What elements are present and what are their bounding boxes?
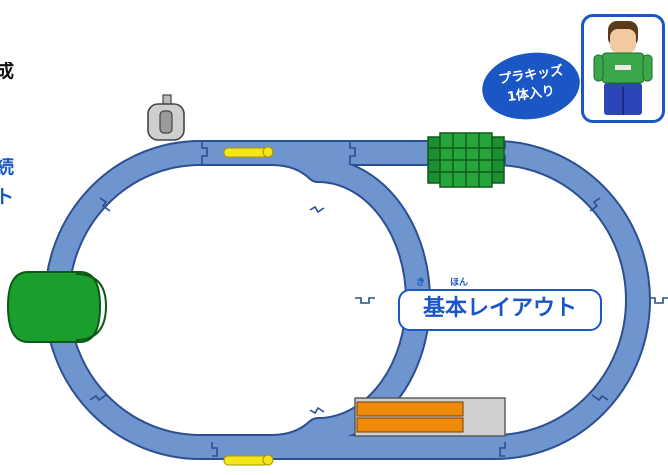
- figure-count-badge: プラキッズ 1体入り: [477, 46, 585, 126]
- basic-layout-title: 基本レイアウト: [422, 296, 577, 321]
- edge-caption-1: 成: [0, 62, 14, 81]
- switch-lever-top: [223, 146, 274, 158]
- track-joints: [89, 142, 668, 457]
- ruby-ki: き: [416, 278, 426, 288]
- switch-lever-bottom: [223, 454, 274, 466]
- crossing-icon: [427, 132, 505, 188]
- tunnel-icon: [6, 271, 108, 343]
- toggle-switch-icon: [147, 94, 185, 141]
- edge-caption-3: ト: [0, 188, 14, 207]
- edge-caption-2: 続: [0, 158, 14, 177]
- platform-icon: [354, 397, 506, 437]
- ruby-hon: ほん: [450, 278, 469, 288]
- figure-icon: [593, 21, 653, 115]
- basic-layout-label: き ほん 基本レイアウト: [398, 278, 602, 331]
- figure-box: [581, 14, 665, 123]
